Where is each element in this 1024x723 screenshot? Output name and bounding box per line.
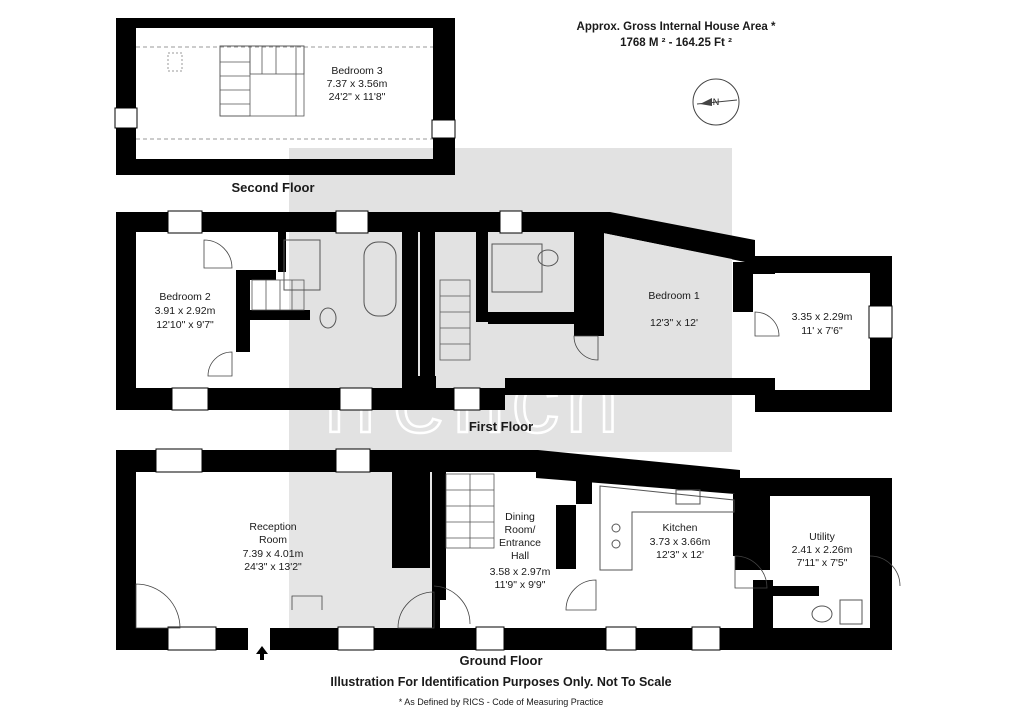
compass-north-label: N <box>713 97 720 107</box>
bedroom2-metric: 3.91 x 2.92m <box>155 305 216 317</box>
reception-name-2: Room <box>259 534 287 546</box>
utility-metric: 2.41 x 2.26m <box>792 544 853 556</box>
entrance-arrow-icon <box>256 646 268 660</box>
bedroom3-imperial: 24'2" x 11'8" <box>329 91 386 103</box>
first-floor-label: First Floor <box>469 419 533 434</box>
first-floor-plan <box>116 210 893 412</box>
bedroom2-imperial: 12'10" x 9'7" <box>156 319 214 331</box>
bedroom1-name: Bedroom 1 <box>648 290 700 302</box>
bedroom3-name: Bedroom 3 <box>331 65 383 77</box>
dining-metric: 3.58 x 2.97m <box>490 566 551 578</box>
kitchen-imperial: 12'3" x 12' <box>656 549 704 561</box>
reception-imperial: 24'3" x 13'2" <box>244 561 302 573</box>
utility-name: Utility <box>809 531 835 543</box>
area-title: Approx. Gross Internal House Area * <box>577 21 776 33</box>
area-value: 1768 M ² - 164.25 Ft ² <box>620 37 732 49</box>
second-floor-grey-area <box>289 148 433 159</box>
compass-icon <box>692 78 740 126</box>
reception-name-1: Reception <box>249 521 296 533</box>
bedroom3-metric: 7.37 x 3.56m <box>327 78 388 90</box>
reception-metric: 7.39 x 4.01m <box>243 548 304 560</box>
bedroom1-imperial: 12'3" x 12' <box>650 317 698 329</box>
ground-floor-label: Ground Floor <box>459 653 542 668</box>
second-floor-staircase <box>219 45 305 117</box>
rics-note: * As Defined by RICS - Code of Measuring… <box>399 697 604 707</box>
dining-name-3: Entrance <box>499 537 541 549</box>
kitchen-name: Kitchen <box>662 522 697 534</box>
dining-name-4: Hall <box>511 550 529 562</box>
utility-imperial: 7'11" x 7'5" <box>797 557 848 569</box>
small-room-imperial: 11' x 7'6" <box>801 325 843 337</box>
kitchen-metric: 3.73 x 3.66m <box>650 536 711 548</box>
dining-name-1: Dining <box>505 511 535 523</box>
disclaimer: Illustration For Identification Purposes… <box>330 675 671 689</box>
second-floor-label: Second Floor <box>231 180 314 195</box>
ground-floor-plan <box>116 448 901 651</box>
second-floor-plan <box>114 18 456 175</box>
dining-name-2: Room/ <box>505 524 536 536</box>
bedroom2-name: Bedroom 2 <box>159 291 211 303</box>
small-room-metric: 3.35 x 2.29m <box>792 311 853 323</box>
dining-imperial: 11'9" x 9'9" <box>495 579 546 591</box>
